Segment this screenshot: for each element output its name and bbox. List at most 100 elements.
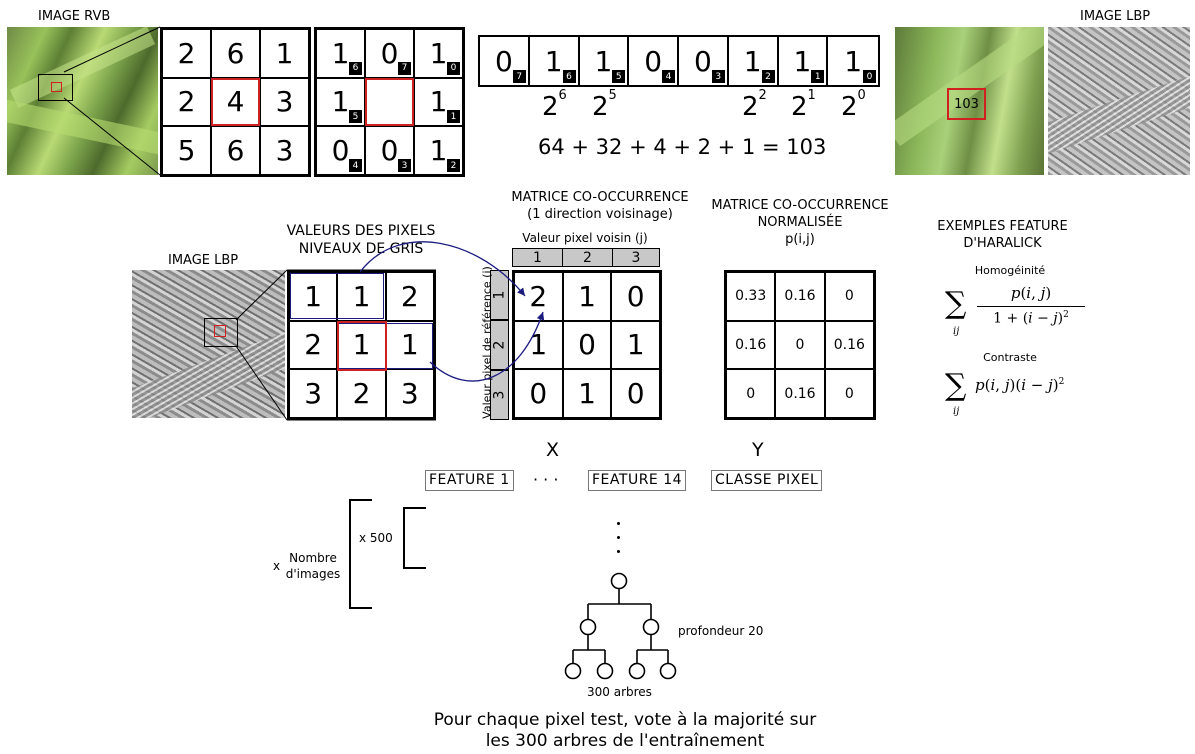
pixel-value-cell: 6 xyxy=(211,29,260,78)
binary-string-value: 0 xyxy=(644,44,663,78)
norm-cell: 0.33 xyxy=(726,272,776,321)
lbp-image-label-top: IMAGE LBP xyxy=(1080,9,1151,24)
cooc-cell: 0 xyxy=(611,369,660,418)
binary-neighbor-value: 0 xyxy=(380,134,399,168)
binary-string-value: 1 xyxy=(793,44,812,78)
reference-highlight xyxy=(337,321,387,371)
bit-index-badge: 6 xyxy=(562,70,576,83)
norm-cell: 0 xyxy=(775,320,825,370)
power-base: 2 xyxy=(742,92,759,122)
binary-neighbor-value: 1 xyxy=(429,36,448,70)
decision-tree xyxy=(564,572,677,680)
contrast-label: Contraste xyxy=(983,351,1037,364)
feature-dots: · · · xyxy=(533,470,559,489)
binary-neighbor-value: 0 xyxy=(380,36,399,70)
binary-string-value: 0 xyxy=(494,44,513,78)
norm-cell: 0.16 xyxy=(775,369,825,418)
pixel-value-cell: 2 xyxy=(162,77,211,127)
rgb-image xyxy=(7,27,158,175)
depth-label: profondeur 20 xyxy=(678,624,764,638)
neighbor-highlight-top xyxy=(290,273,384,319)
norm-cell: 0.16 xyxy=(775,272,825,321)
binary-string-value: 1 xyxy=(544,44,563,78)
vertical-ellipsis xyxy=(617,522,621,553)
homogeneity-label: Homogéinité xyxy=(974,264,1046,277)
cooc-title-1: MATRICE CO-OCCURRENCE xyxy=(511,190,689,205)
lbp-image-mid xyxy=(132,270,285,418)
pixel-values-title-2: NIVEAUX DE GRIS xyxy=(298,241,424,257)
bit-index-badge: 6 xyxy=(349,61,362,75)
gray-level-cell: 3 xyxy=(385,369,434,418)
power-exponent: 6 xyxy=(558,88,567,104)
cooc-arrows xyxy=(359,241,545,382)
bit-index-badge: 7 xyxy=(398,61,411,75)
binary-string-value: 1 xyxy=(594,44,613,78)
pixel-values-title-1: VALEURS DES PIXELS xyxy=(286,223,436,239)
pixel-value-cell: 3 xyxy=(260,126,309,175)
binary-string-value: 1 xyxy=(844,44,863,78)
lbp-value-box: 103 xyxy=(947,88,986,120)
y-label: Y xyxy=(752,439,764,461)
cooc-cell: 1 xyxy=(562,272,612,321)
norm-cell: 0 xyxy=(726,369,776,418)
binary-neighbor-value: 1 xyxy=(331,36,350,70)
gray-level-cell: 3 xyxy=(289,369,338,418)
power-exponent: 2 xyxy=(758,88,767,104)
cooc-col-label: Valeur pixel voisin (j) xyxy=(522,231,648,245)
power-of-two: 25 xyxy=(592,88,617,122)
binary-neighbor-value: 1 xyxy=(429,134,448,168)
haralick-title-1: EXEMPLES FEATURE xyxy=(937,219,1068,234)
homogeneity-formula: ∑ ij p(i, j) 1 + (i − j)2 xyxy=(945,282,1095,342)
power-of-two: 22 xyxy=(742,88,767,122)
x500-label: x 500 xyxy=(359,531,393,545)
binary-neighbor-value: 1 xyxy=(429,85,448,119)
bit-index-badge: 1 xyxy=(811,70,825,83)
bit-index-badge: 2 xyxy=(761,70,775,83)
norm-title-2: NORMALISÉE xyxy=(757,215,843,230)
cooc-cell: 1 xyxy=(514,320,563,370)
cooc-cell: 1 xyxy=(562,369,612,418)
norm-title-1: MATRICE CO-OCCURRENCE xyxy=(711,198,889,213)
contrast-formula: ∑ ij p(i, j)(i − j)2 xyxy=(945,368,1065,417)
norm-cell: 0.16 xyxy=(824,320,874,370)
bit-index-badge: 4 xyxy=(662,70,675,83)
cooc-cell: 0 xyxy=(514,369,563,418)
binary-neighbor-cell xyxy=(365,77,414,127)
times-sign: x xyxy=(273,559,281,573)
n-images-label-1: Nombre xyxy=(289,551,337,565)
bit-index-badge: 5 xyxy=(612,70,626,83)
n-images-label-2: d'images xyxy=(285,567,341,581)
cooc-cell: 0 xyxy=(611,272,660,321)
brackets xyxy=(349,499,426,609)
haralick-title-2: D'HARALICK xyxy=(963,236,1042,251)
lbp-sum: 64 + 32 + 4 + 2 + 1 = 103 xyxy=(538,135,827,159)
pixel-value-cell: 2 xyxy=(162,29,211,78)
bit-index-badge: 5 xyxy=(349,110,362,124)
pixel-value-cell: 3 xyxy=(260,77,309,127)
cooc-title-2: (1 direction voisinage) xyxy=(527,207,673,222)
norm-title-3: p(i,j) xyxy=(785,232,815,247)
lbp-image-label-mid: IMAGE LBP xyxy=(168,253,239,268)
power-base: 2 xyxy=(791,92,808,122)
power-base: 2 xyxy=(592,92,609,122)
power-exponent: 0 xyxy=(857,88,866,104)
trees-label: 300 arbres xyxy=(587,685,652,699)
binary-neighbor-value: 0 xyxy=(331,134,350,168)
power-of-two: 21 xyxy=(791,88,816,122)
cooc-cell: 1 xyxy=(611,320,660,370)
cooc-row-header-2: 2 xyxy=(490,320,509,370)
